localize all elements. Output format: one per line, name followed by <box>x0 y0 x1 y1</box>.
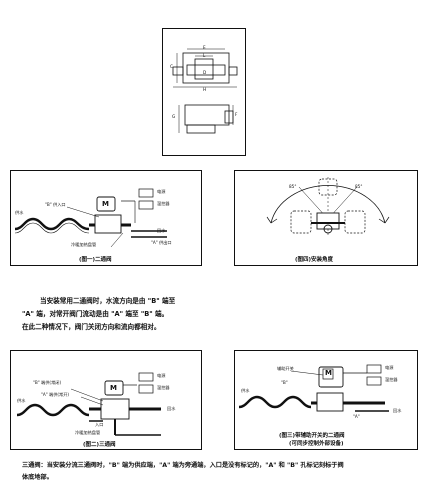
dim-e-label: E <box>203 45 206 50</box>
figure-3-two-way-valve-aux-switch: M 辅助开关 电源 温控器 "B" "A" 供水 回水 (图三)带辅助开关的二通… <box>234 350 418 450</box>
fig3-power-label: 电源 <box>385 365 394 370</box>
fig3-b-label: "B" <box>281 380 288 385</box>
dimension-drawing <box>172 48 238 134</box>
fig2-return-label: 回水 <box>167 406 176 411</box>
figure-2-drawing <box>16 372 161 436</box>
fig3-return-label: 回水 <box>393 408 402 413</box>
dimension-drawing-frame: E L C D H G F <box>162 28 246 156</box>
fig1-power-label: 电源 <box>157 189 166 194</box>
fig2-thermostat-label: 温控器 <box>157 385 170 390</box>
fig2-inlet-label: 入口 <box>95 422 104 427</box>
fig1-caption: (图一)二通阀 <box>79 257 112 263</box>
paragraph-2-line-2: 体底地部。 <box>22 474 53 481</box>
figure-4-drawing <box>266 177 390 235</box>
fig2-supply-label: 供水 <box>17 398 26 403</box>
figure-4-install-angle: 85° 85° (图四)安装角度 <box>234 170 418 266</box>
paragraph-1-line-3: 在此二种情况下，阀门关闭方向和流向都相对。 <box>22 323 161 331</box>
fig3-caption-line-2: (可同步控制外部设备) <box>289 441 344 447</box>
fig1-b-inlet-label: "B" 供入口 <box>45 202 66 207</box>
paragraph-1-line-1: 当安装常用二通阀时，水流方向是由 "B" 端至 <box>40 297 176 305</box>
dim-f-label: F <box>235 112 238 117</box>
figure-1-two-way-valve: M 电源 温控器 "B" 供入口 供水 回水 "A" 供出口 冷暖加热盘管 (图… <box>10 170 202 266</box>
fig2-b-supply-label: "B" 端供(常闭) <box>33 380 62 385</box>
dim-c-label: C <box>170 64 173 69</box>
paragraph-2-line-1: 三通阀：当安装分流三通阀时，"B" 端为供应端，"A" 端为旁通端，入口是没有标… <box>22 462 344 469</box>
dim-h-label: H <box>203 87 207 92</box>
fig3-caption-line-1: (图三)带辅助开关的二通阀 <box>279 433 345 439</box>
fig2-a-bypass-label: "A" 端供(常开) <box>41 392 70 397</box>
fig1-motor: M <box>102 200 109 208</box>
fig1-return-label: 回水 <box>157 228 166 233</box>
dim-g-label: G <box>172 114 176 119</box>
fig1-supply-label: 供水 <box>15 210 24 215</box>
fig4-caption: (图四)安装角度 <box>295 257 334 263</box>
fig3-supply-label: 供水 <box>241 388 250 393</box>
fig1-thermostat-label: 温控器 <box>157 201 170 206</box>
fig2-power-label: 电源 <box>157 373 166 378</box>
fig3-motor: M <box>325 369 332 377</box>
fig3-thermostat-label: 温控器 <box>385 377 398 382</box>
fig3-a-label: "A" <box>353 414 360 419</box>
fig2-coil-label: 冷暖加热盘管 <box>75 430 101 435</box>
dim-l-label: L <box>203 53 206 58</box>
fig4-angle-left: 85° <box>289 184 297 189</box>
figure-1-drawing <box>14 188 167 248</box>
fig1-a-outlet-label: "A" 供出口 <box>151 240 172 245</box>
fig2-caption: (图二)三通阀 <box>83 442 116 448</box>
fig3-aux-label: 辅助开关 <box>277 366 294 371</box>
figure-2-three-way-valve: M 电源 温控器 "B" 端供(常闭) "A" 端供(常开) 入口 供水 回水 … <box>10 350 202 450</box>
dim-d-label: D <box>203 70 207 75</box>
fig4-angle-right: 85° <box>355 184 363 189</box>
figure-3-drawing <box>238 364 389 412</box>
paragraph-1-line-2: "A" 端，对常开阀门流动是由 "A" 端至 "B" 端。 <box>22 310 169 318</box>
fig2-motor: M <box>110 384 117 392</box>
fig1-coil-label: 冷暖加热盘管 <box>71 242 97 247</box>
